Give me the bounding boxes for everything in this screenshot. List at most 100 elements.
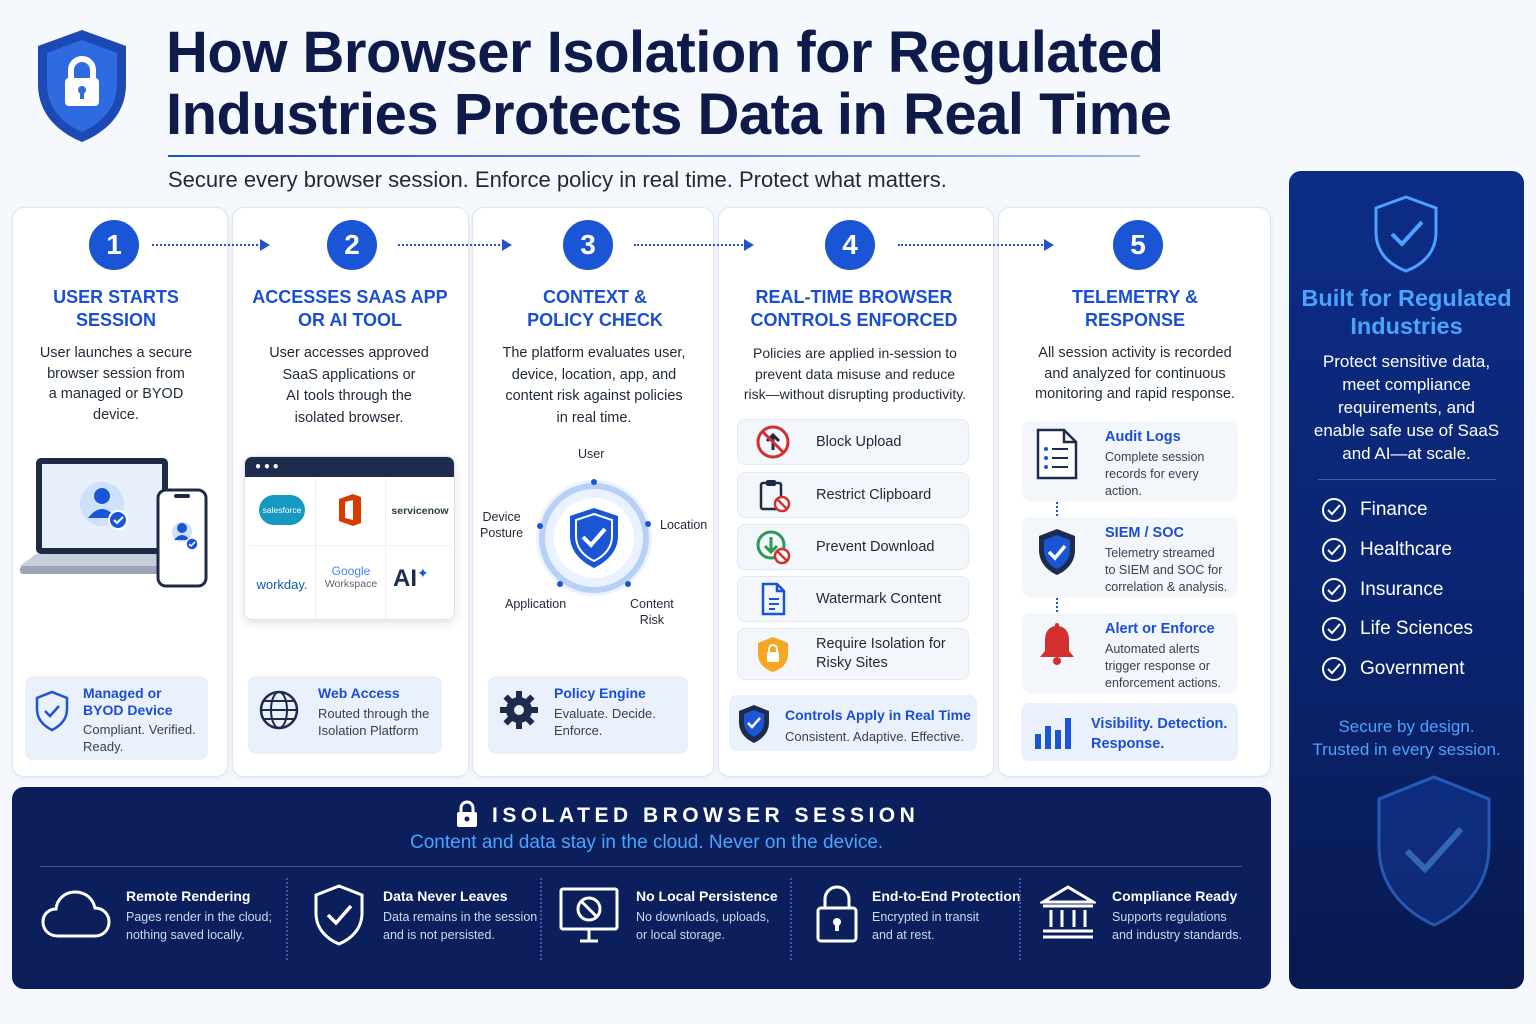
sector-healthcare: Healthcare [1322,538,1452,562]
step-desc-3: The platform evaluates user,device, loca… [502,345,686,426]
feature-separator [790,878,792,960]
panel-divider [40,866,1242,867]
sector-finance: Finance [1322,498,1428,522]
salesforce-logo: salesforce [259,495,305,525]
footer-visibility: Visibility. Detection. Response. [1021,703,1238,761]
check-circle-icon [1322,617,1346,641]
globe-icon [258,689,300,736]
control-block-upload: Block Upload [737,419,969,465]
node-user: User [578,447,605,461]
flow-arrow [634,239,754,251]
laptop-icon [20,456,180,586]
check-circle-icon [1322,578,1346,602]
shield-check-icon [737,703,771,750]
step-title-3: CONTEXT &POLICY CHECK [527,287,663,330]
isolated-session-title: ISOLATED BROWSER SESSION [492,804,920,827]
bar-chart-icon [1035,716,1073,755]
shield-lock-logo-icon [32,26,132,146]
watermark-document-icon [754,580,792,618]
flow-arrow [152,239,270,251]
clipboard-icon [754,476,792,514]
shield-check-outline-icon [313,884,365,951]
shield-lock-icon [754,635,792,673]
control-prevent-download: Prevent Download [737,524,969,570]
policy-ring [530,474,658,602]
footer-policy-engine: Policy Engine Evaluate. Decide. Enforce. [488,676,688,754]
browser-window: ● ● ● salesforce servicenow workday. Goo… [244,456,455,620]
glow-shield-icon [1369,771,1499,936]
padlock-icon [815,884,859,949]
workday-logo: workday. [256,577,308,592]
gear-icon [498,689,540,736]
sector-government: Government [1322,657,1465,681]
step-number-5: 5 [1113,220,1163,270]
phone-icon [156,488,208,588]
footer-web-access: Web Access Routed through the Isolation … [248,676,442,754]
cloud-icon [40,888,112,945]
shield-check-icon [1036,527,1078,582]
step-number-1: 1 [89,220,139,270]
flow-arrow [398,239,512,251]
feature-separator [286,878,288,960]
shield-check-outline-icon [35,690,69,737]
download-icon [754,528,792,566]
node-location: Location [660,518,708,532]
shield-check-outline-icon [1372,194,1440,279]
isolated-session-panel [12,787,1271,989]
node-application: Application [505,597,567,611]
bank-building-icon [1037,884,1099,947]
sidebar-tagline: Secure by design.Trusted in every sessio… [1312,717,1501,759]
flow-arrow [898,239,1054,251]
footer-managed-device: Managed or BYOD Device Compliant. Verifi… [25,676,208,760]
step-title-5: TELEMETRY &RESPONSE [1071,287,1198,330]
office-logo [337,493,363,527]
isolated-session-subtitle: Content and data stay in the cloud. Neve… [410,832,884,853]
check-circle-icon [1322,498,1346,522]
title-divider [168,155,1140,157]
step-number-3: 3 [563,220,613,270]
servicenow-logo: servicenow [391,505,449,517]
page-subtitle: Secure every browser session. Enforce po… [168,167,947,192]
check-circle-icon [1322,657,1346,681]
audit-log-icon [1034,427,1080,486]
feature-separator [1019,878,1021,960]
alert-bell-icon [1038,623,1076,672]
browser-titlebar: ● ● ● [245,457,454,477]
monitor-blocked-icon [558,886,620,949]
sector-insurance: Insurance [1322,578,1443,602]
sector-life-sciences: Life Sciences [1322,617,1473,641]
feature-separator [540,878,542,960]
block-upload-icon [754,423,792,461]
control-restrict-clipboard: Restrict Clipboard [737,472,969,518]
control-watermark-content: Watermark Content [737,576,969,622]
sidebar-divider [1318,479,1496,480]
footer-controls-realtime: Controls Apply in Real Time Consistent. … [729,695,977,751]
page-title: How Browser Isolation for Regulated Indu… [166,20,1172,147]
check-circle-icon [1322,538,1346,562]
ai-logo: AI✦ [393,565,429,592]
step-number-4: 4 [825,220,875,270]
lock-icon [455,800,479,833]
step-number-2: 2 [327,220,377,270]
